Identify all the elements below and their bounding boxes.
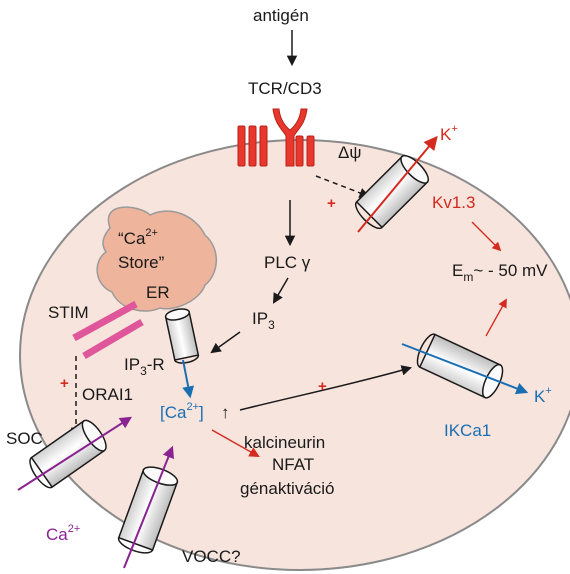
ca-increase-arrow: ↑ [221, 403, 230, 422]
tcr-cd3-receptor [237, 108, 315, 167]
plc-gamma-label: PLC γ [264, 253, 311, 272]
cell-membrane [19, 139, 570, 571]
nfat-label: NFAT [272, 455, 314, 474]
plus-kv: + [327, 195, 336, 212]
ip3r-ca-release-arrow [182, 359, 195, 399]
gene-activation-label: génaktiváció [240, 479, 335, 498]
ip3r-label: IP3-R [124, 355, 165, 378]
er-label: ER [146, 283, 170, 302]
ca-to-ikca1-arrow [239, 365, 413, 411]
ca-cytosolic-label: [Ca2+] [160, 401, 204, 422]
soc-label: SOC [6, 429, 43, 448]
stim-label: STIM [48, 303, 89, 322]
ca-to-calcineurin-arrow [211, 429, 260, 458]
vocc-label: VOCC? [182, 547, 241, 566]
plc-to-ip3-arrow [272, 277, 289, 304]
delta-psi-label: Δψ [338, 143, 361, 162]
ca-extracellular-label: Ca2+ [46, 523, 80, 544]
plus-orai: + [60, 375, 69, 392]
plus-ikca1: + [318, 378, 327, 395]
ca-store-label-line1: “Ca2+ [118, 227, 158, 248]
ca-store-er [96, 206, 218, 312]
ikca1-k-efflux-arrow [401, 343, 529, 395]
soc-ca-influx-arrow [17, 416, 133, 491]
delta-psi-dashed-arrow [315, 175, 370, 198]
ca-store-label-line2: Store” [118, 253, 165, 272]
k-plus-right-label: K+ [534, 385, 552, 406]
ikca1-to-em-arrow [485, 298, 507, 337]
kv13-label: Kv1.3 [432, 193, 475, 212]
ip3-receptor-channel [164, 308, 200, 364]
calcineurin-label: kalcineurin [244, 433, 325, 452]
vocc-ca-influx-arrow [123, 445, 175, 569]
ikca1-label: IKCa1 [444, 421, 491, 440]
antigen-label: antigén [253, 6, 309, 25]
ip3-to-receptor-arrow [210, 331, 241, 354]
membrane-potential-label: Em~ - 50 mV [452, 261, 548, 284]
kv13-to-em-arrow [471, 221, 502, 252]
orai1-label: ORAI1 [82, 385, 133, 404]
stim-protein [72, 300, 144, 360]
tcr-cd3-label: TCR/CD3 [248, 79, 322, 98]
kv13-k-efflux-arrow [357, 135, 438, 233]
k-plus-top-label: K+ [440, 123, 458, 144]
ip3-label: IP3 [252, 309, 275, 332]
